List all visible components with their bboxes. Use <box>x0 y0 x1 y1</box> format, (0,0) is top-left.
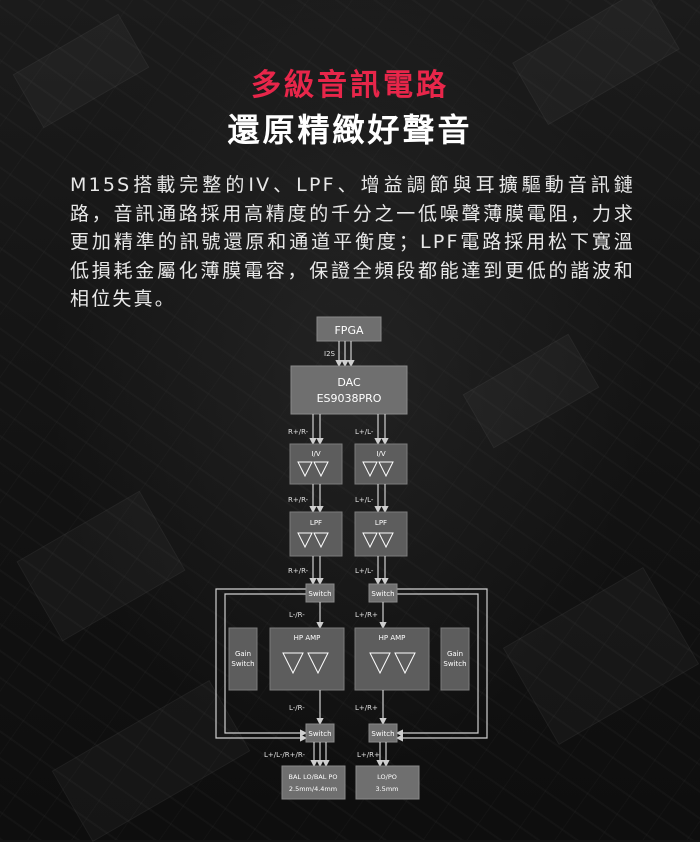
dac-chip-label: ES9038PRO <box>317 392 382 405</box>
iv-left-label: I/V <box>376 450 385 458</box>
iv-left-output-label: L+/L- <box>355 496 374 504</box>
switch-label: Switch <box>371 730 394 738</box>
hp-amp-block-left <box>269 627 345 691</box>
fpga-label: FPGA <box>334 324 363 337</box>
dac-label: DAC <box>337 376 361 389</box>
switch-label: Switch <box>308 730 331 738</box>
gain-switch-label: Switch <box>231 660 254 668</box>
op-amp-icon <box>362 461 394 478</box>
balanced-output-label: BAL LO/BAL PO <box>289 773 338 781</box>
single-ended-output-block <box>355 765 420 800</box>
single-ended-output-size: 3.5mm <box>375 785 398 793</box>
hp-amp-left-output-label: L-/R- <box>289 704 305 712</box>
fpga-block <box>316 316 382 342</box>
op-amp-icon <box>297 532 329 549</box>
heading-main: 還原精緻好聲音 <box>227 111 473 149</box>
lpf-right-label: LPF <box>310 519 322 527</box>
balanced-output-block <box>281 765 346 800</box>
hp-amp-right-output-label: L+/R+ <box>355 704 378 712</box>
balanced-signal-label: L+/L-/R+/R- <box>264 751 305 759</box>
hp-amp-label: HP AMP <box>379 634 406 642</box>
gain-switch-label: Gain <box>235 650 251 658</box>
gain-switch-left <box>228 627 258 691</box>
gain-switch-label: Gain <box>447 650 463 658</box>
heading-accent: 多級音訊電路 <box>251 68 449 103</box>
hp-amp-block-right <box>354 627 430 691</box>
feature-description: M15S搭載完整的IV、LPF、增益調節與耳擴驅動音訊鏈路，音訊通路採用高精度的… <box>70 174 635 310</box>
dac-right-output-label: R+/R- <box>288 428 309 436</box>
balanced-output-size: 2.5mm/4.4mm <box>289 785 337 793</box>
gain-switch-right <box>440 627 470 691</box>
single-ended-output-label: LO/PO <box>377 773 397 781</box>
lpf-right-output-label: R+/R- <box>288 567 309 575</box>
i2s-label: I2S <box>324 350 336 358</box>
op-amp-icon <box>297 461 329 478</box>
switch-right-output-label: L+/R+ <box>355 611 378 619</box>
gain-switch-label: Switch <box>443 660 466 668</box>
switch-bottom-right <box>368 723 398 743</box>
single-ended-signal-label: L+/R+ <box>357 751 380 759</box>
dac-block <box>290 365 408 415</box>
iv-right-output-label: R+/R- <box>288 496 309 504</box>
hp-amp-label: HP AMP <box>294 634 321 642</box>
switch-left-output-label: L-/R- <box>289 611 305 619</box>
op-amp-icon <box>282 652 329 675</box>
lpf-left-output-label: L+/L- <box>355 567 374 575</box>
op-amp-icon <box>369 652 416 675</box>
dac-left-output-label: L+/L- <box>355 428 374 436</box>
iv-right-label: I/V <box>311 450 320 458</box>
switch-label: Switch <box>308 590 331 598</box>
lpf-left-label: LPF <box>375 519 387 527</box>
switch-label: Switch <box>371 590 394 598</box>
op-amp-icon <box>362 532 394 549</box>
